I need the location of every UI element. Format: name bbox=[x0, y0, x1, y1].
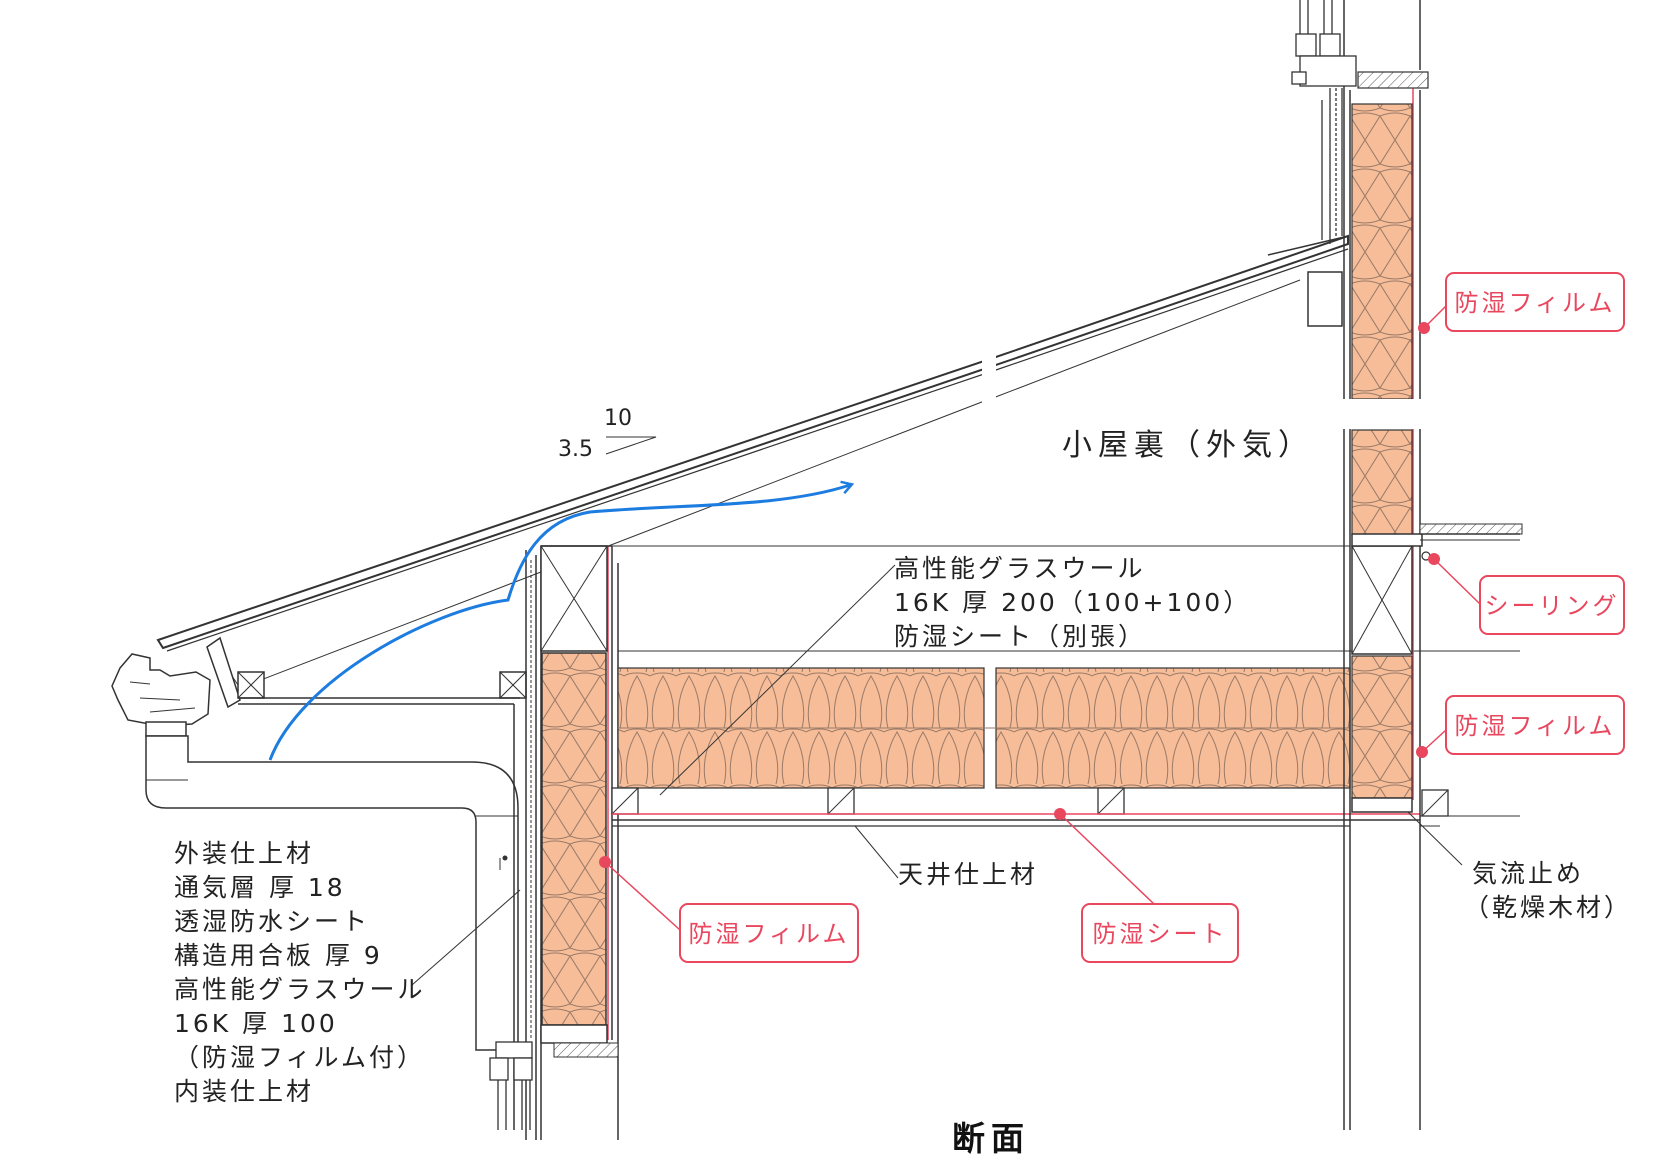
callout-sealing-text: シーリング bbox=[1485, 592, 1620, 620]
airstop-line: （乾燥木材） bbox=[1464, 893, 1632, 922]
callout-film-right-text: 防湿フィルム bbox=[1454, 712, 1615, 740]
callout-film-upper: 防湿フィルム bbox=[1418, 272, 1625, 334]
callout-film-left: 防湿フィルム bbox=[599, 856, 859, 963]
left-window-fitting bbox=[489, 1041, 533, 1130]
airstop-line: 気流止め bbox=[1472, 859, 1584, 888]
right-wall bbox=[1307, 0, 1523, 1130]
callout-film-upper-text: 防湿フィルム bbox=[1454, 289, 1615, 317]
wall-note-line: 内装仕上材 bbox=[174, 1077, 314, 1106]
wall-note-line: 外装仕上材 bbox=[174, 839, 314, 868]
wall-note-line: 16K 厚 100 bbox=[174, 1009, 338, 1038]
ceiling-note-line: 16K 厚 200（100+100） bbox=[894, 588, 1251, 617]
soffit bbox=[237, 671, 527, 1130]
ceiling-note-line: 防湿シート（別張） bbox=[894, 622, 1146, 651]
airflow-arrow bbox=[268, 485, 850, 761]
wall-note: 外装仕上材 通気層 厚 18 透湿防水シート 構造用合板 厚 9 高性能グラスウ… bbox=[174, 839, 426, 1106]
left-wall bbox=[525, 545, 619, 1140]
break-mark-wall bbox=[1340, 399, 1424, 429]
wall-note-line: （防湿フィルム付） bbox=[174, 1043, 425, 1072]
ceiling bbox=[541, 545, 1520, 827]
callout-film-right: 防湿フィルム bbox=[1416, 695, 1625, 758]
roof bbox=[156, 234, 1349, 709]
airstop-note: 気流止め （乾燥木材） bbox=[1464, 859, 1632, 922]
downpipe bbox=[145, 735, 519, 1051]
callout-film-left-text: 防湿フィルム bbox=[688, 920, 849, 948]
upper-window-fitting bbox=[1291, 0, 1357, 244]
slope-run: 10 bbox=[604, 406, 632, 431]
wall-note-line: 高性能グラスウール bbox=[174, 975, 426, 1004]
callout-sealing: シーリング bbox=[1428, 553, 1625, 635]
attic-space-label: 小屋裏（外気） bbox=[1062, 428, 1314, 463]
ceiling-note: 高性能グラスウール 16K 厚 200（100+100） 防湿シート（別張） bbox=[894, 554, 1251, 651]
wall-note-line: 構造用合板 厚 9 bbox=[174, 941, 383, 970]
slope-indicator: 10 3.5 bbox=[558, 406, 657, 462]
break-mark bbox=[982, 340, 996, 780]
wall-note-line: 透湿防水シート bbox=[174, 907, 370, 936]
drawing-title: 断面 bbox=[952, 1119, 1030, 1158]
slope-rise: 3.5 bbox=[558, 437, 593, 462]
gutter bbox=[111, 653, 211, 737]
callout-sheet: 防湿シート bbox=[1054, 808, 1239, 963]
ceiling-note-line: 高性能グラスウール bbox=[894, 554, 1146, 583]
wall-note-line: 通気層 厚 18 bbox=[174, 873, 346, 902]
leader-lines bbox=[411, 564, 1463, 986]
callout-sheet-text: 防湿シート bbox=[1093, 920, 1228, 948]
ceiling-finish-label: 天井仕上材 bbox=[898, 860, 1038, 889]
